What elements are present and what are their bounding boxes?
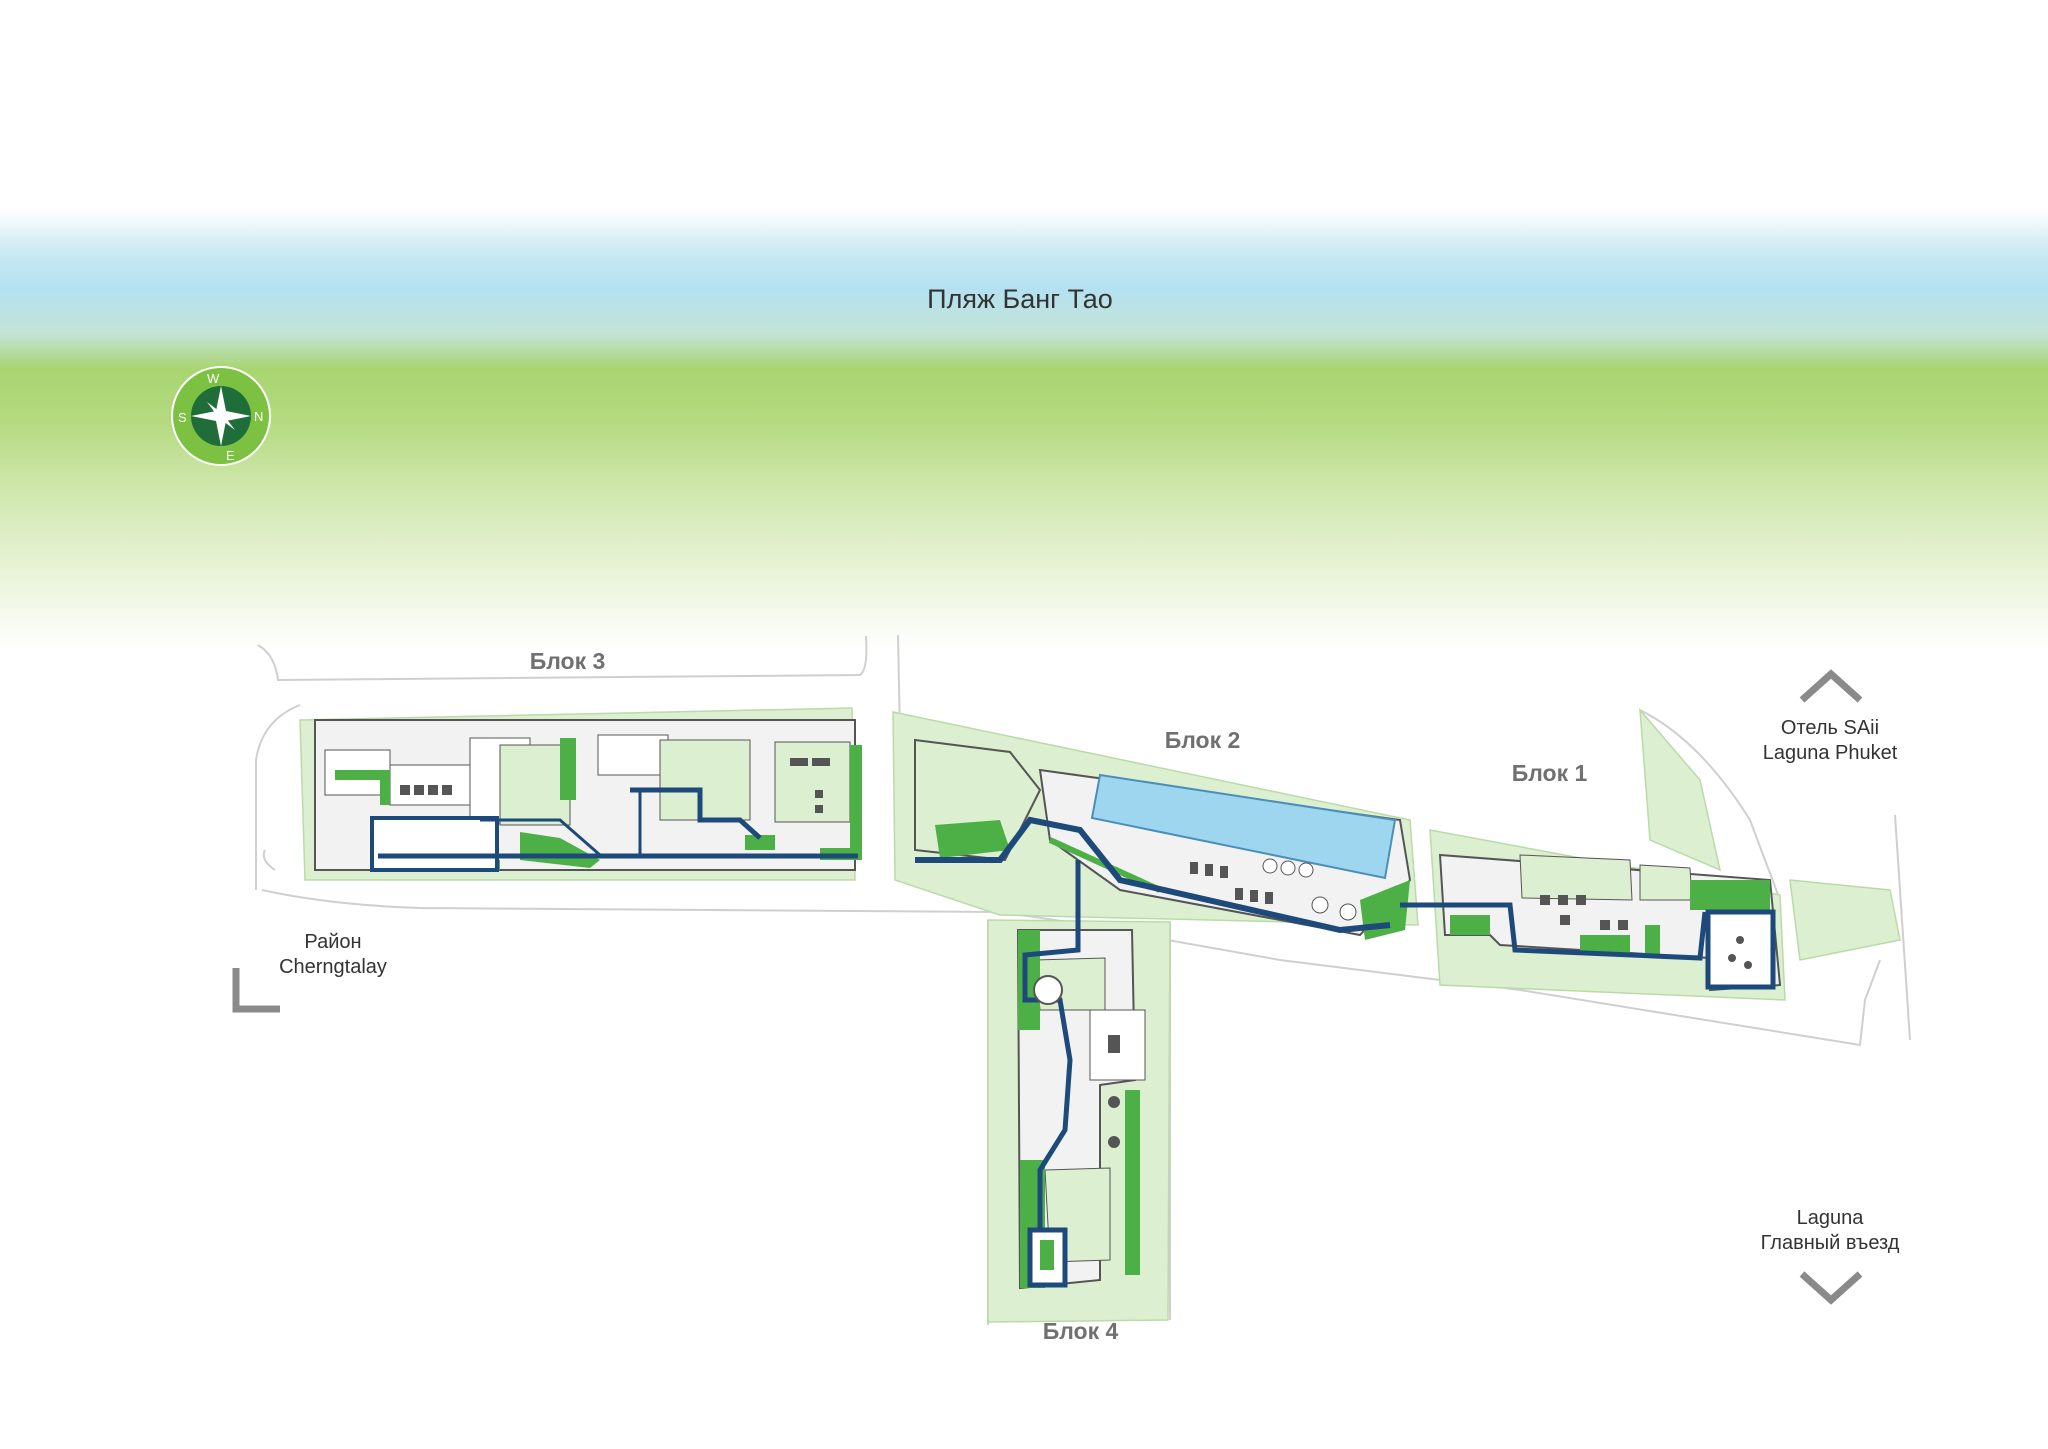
compass-west: W [207,371,220,386]
beach-background [0,210,2048,650]
hotel-direction-label: Отель SAii Laguna Phuket [1762,717,1898,764]
compass-east: E [226,448,235,463]
main-entrance-label: Laguna Главный въезд [1760,1207,1900,1254]
block-1-label: Блок 1 [1511,760,1588,786]
compass-south: S [178,410,187,425]
district-direction-label: Район Cherngtalay [279,931,387,978]
block-2-label: Блок 2 [1164,727,1241,753]
corner-arrow-icon [232,968,280,1013]
compass-icon: W N S E [171,366,271,466]
compass-north: N [254,409,263,424]
block-4-label: Блок 4 [1042,1318,1119,1344]
chevron-up-icon [1799,669,1863,703]
beach-title: Пляж Банг Тао [927,284,1113,314]
block-3-label: Блок 3 [529,648,606,674]
chevron-down-icon [1799,1271,1863,1305]
